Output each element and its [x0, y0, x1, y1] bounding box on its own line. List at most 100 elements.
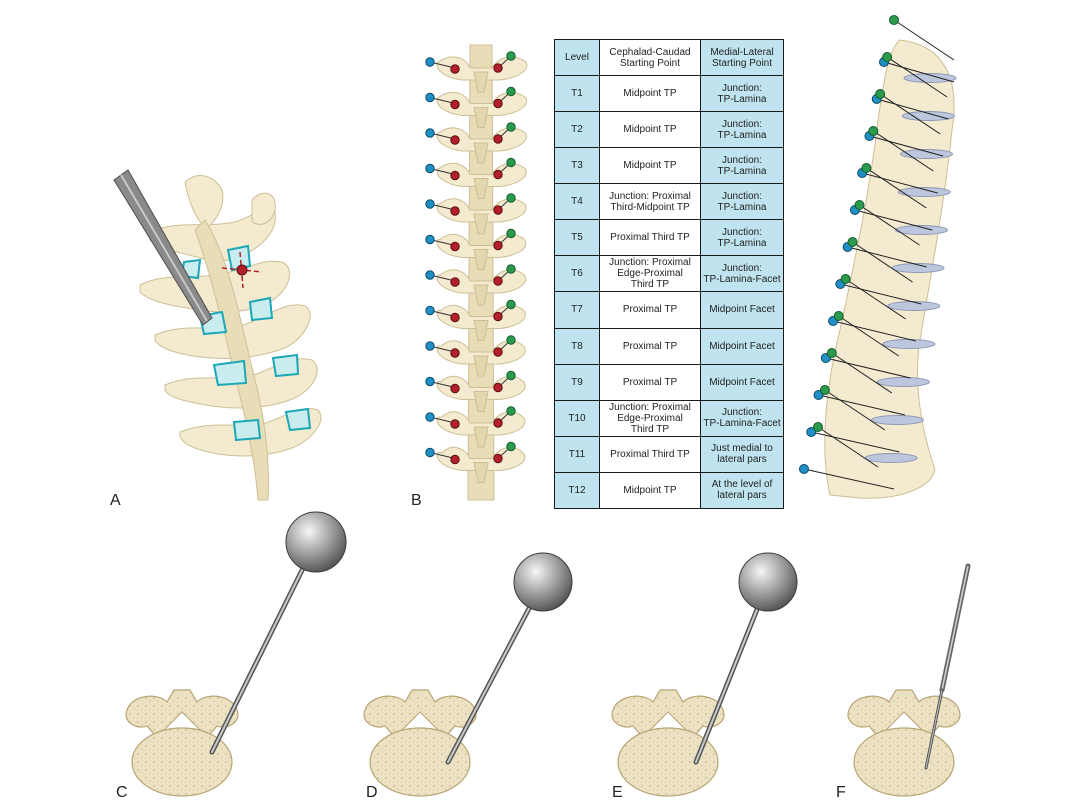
marker-green: [506, 157, 516, 168]
intervertebral-disc: [901, 111, 955, 121]
panel-label-b: B: [411, 492, 422, 509]
marker-blue: [425, 270, 435, 280]
marker-blue: [425, 128, 435, 138]
marker-red: [493, 240, 503, 251]
vertebral-body: [131, 727, 233, 797]
marker-red: [450, 241, 460, 252]
marker-red: [493, 382, 503, 393]
row-level: T4: [554, 183, 600, 221]
pin-green: [813, 422, 823, 432]
panel-c-pedicle-probe: [125, 511, 347, 797]
intervertebral-disc: [887, 301, 941, 311]
gearshift-probe-icon: [924, 563, 971, 770]
vertebra-posterior: [436, 411, 526, 436]
marker-red: [450, 454, 460, 465]
pin-blue: [806, 427, 817, 437]
row-cephalad-caudad: Midpoint TP: [599, 75, 701, 113]
intervertebral-disc: [894, 225, 948, 235]
row-cephalad-caudad: Midpoint TP: [599, 471, 701, 509]
panel-f-gearshift-probe: [847, 563, 971, 797]
marker-red: [493, 205, 503, 215]
marker-red: [450, 135, 460, 145]
row-level: T8: [554, 327, 600, 365]
marker-red: [493, 453, 503, 464]
marker-blue: [425, 57, 435, 67]
row-cephalad-caudad: Midpoint TP: [599, 111, 701, 149]
marker-green: [506, 335, 516, 345]
row-level: T10: [554, 399, 600, 437]
pin-green: [819, 385, 830, 395]
marker-red: [450, 170, 460, 181]
panel-label-c: C: [116, 784, 128, 801]
pin-green: [854, 200, 865, 210]
intervertebral-disc: [870, 415, 924, 425]
marker-green: [506, 193, 516, 203]
row-level: T2: [554, 111, 600, 149]
panel-e-pedicle-probe: [611, 552, 798, 797]
row-medial-lateral: Junction:TP-Lamina: [700, 111, 784, 149]
marker-blue: [425, 412, 435, 422]
row-medial-lateral: Junction:TP-Lamina: [700, 183, 784, 221]
intervertebral-disc: [864, 453, 918, 463]
panel-label-f: F: [836, 784, 846, 801]
marker-red: [450, 348, 460, 358]
marker-red: [493, 134, 503, 144]
pin-green: [882, 52, 893, 62]
marker-green: [506, 441, 516, 452]
row-medial-lateral: Junction:TP-Lamina-Facet: [700, 399, 784, 437]
pin-green: [875, 89, 886, 99]
marker-green: [506, 370, 516, 381]
marker-blue: [425, 447, 435, 458]
row-level: T5: [554, 219, 600, 257]
row-cephalad-caudad: Midpoint TP: [599, 147, 701, 185]
row-medial-lateral: Junction:TP-Lamina-Facet: [700, 255, 784, 293]
marker-blue: [425, 305, 435, 316]
marker-red: [493, 98, 503, 109]
panel-a-spine-illustration: [113, 169, 322, 501]
vertebra-posterior: [436, 446, 526, 471]
marker-green: [506, 299, 516, 310]
panel-label-a: A: [110, 492, 121, 509]
pedicle-finder-ball-icon: [513, 552, 573, 612]
row-medial-lateral: Midpoint Facet: [700, 363, 784, 401]
marker-red: [493, 276, 503, 286]
pin-green: [826, 348, 837, 358]
marker-green: [506, 264, 516, 274]
row-cephalad-caudad: Proximal TP: [599, 363, 701, 401]
intervertebral-disc: [903, 73, 957, 83]
pin-green: [833, 311, 844, 321]
probe-instrument-icon: [113, 169, 213, 326]
row-medial-lateral: Midpoint Facet: [700, 291, 784, 329]
row-medial-lateral: Junction:TP-Lamina: [700, 219, 784, 257]
row-level: T9: [554, 363, 600, 401]
marker-blue: [425, 341, 435, 351]
row-cephalad-caudad: Proximal TP: [599, 327, 701, 365]
marker-red: [493, 63, 503, 73]
pedicle-finder-ball-icon: [738, 552, 798, 612]
vertebral-body: [369, 727, 471, 797]
marker-green: [506, 406, 516, 416]
row-medial-lateral: Midpoint Facet: [700, 327, 784, 365]
pedicle-finder-ball-icon: [285, 511, 347, 573]
pin-green: [868, 126, 879, 136]
marker-red: [450, 277, 460, 287]
intervertebral-disc: [876, 377, 930, 387]
